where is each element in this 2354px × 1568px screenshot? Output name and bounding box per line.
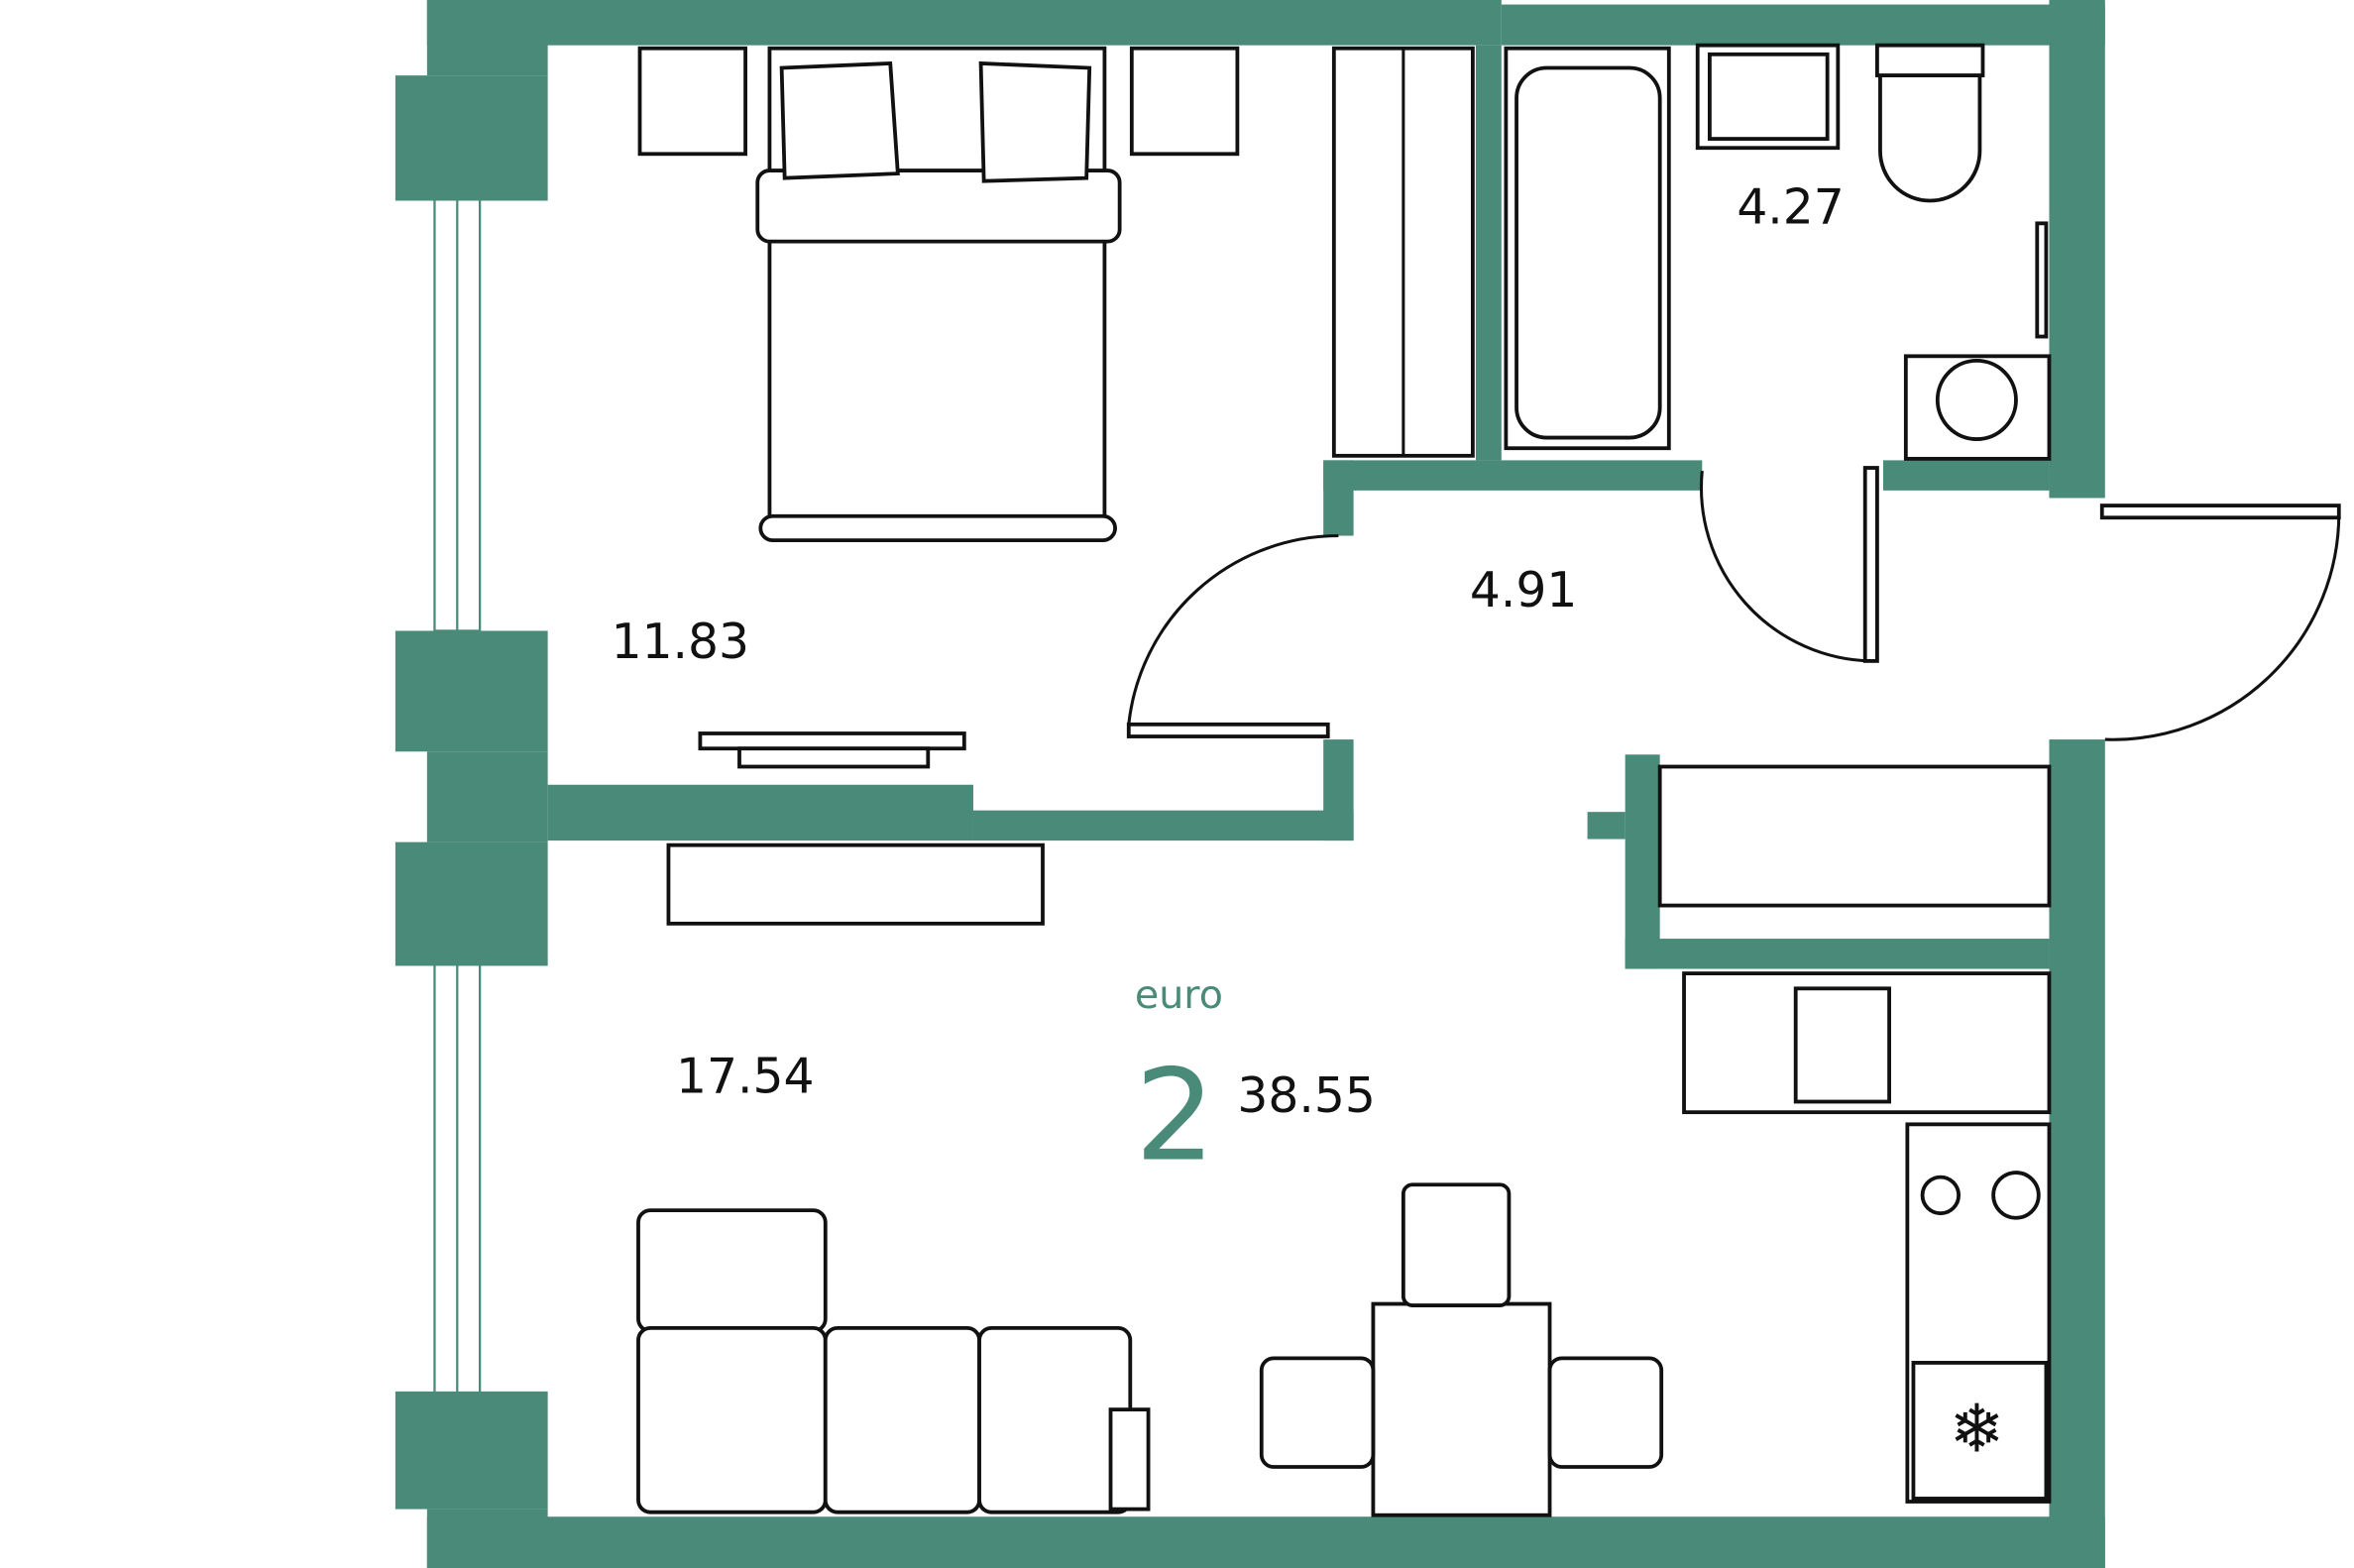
kitchen: ❄ [1682,971,2052,1504]
bedroom-area-label: 11.83 [612,615,749,670]
apartment-type-label: euro [1135,972,1223,1018]
hall-area-label: 4.91 [1470,563,1577,618]
walls [394,0,2105,1568]
living-area-label: 17.54 [676,1049,814,1104]
windows [433,191,482,1398]
bathroom-area-label: 4.27 [1737,179,1844,235]
rooms-count: 2 [1135,1042,1215,1189]
bathroom-fixtures [1504,43,2052,461]
bedroom-furniture [637,46,1240,769]
kitchen-closet [1657,764,2052,908]
living-furniture [636,842,1664,1517]
svg-text:❄: ❄ [1949,1391,2004,1468]
doors [1126,466,2341,741]
total-area-label: 38.55 [1237,1068,1375,1124]
wardrobe [1331,46,1475,458]
